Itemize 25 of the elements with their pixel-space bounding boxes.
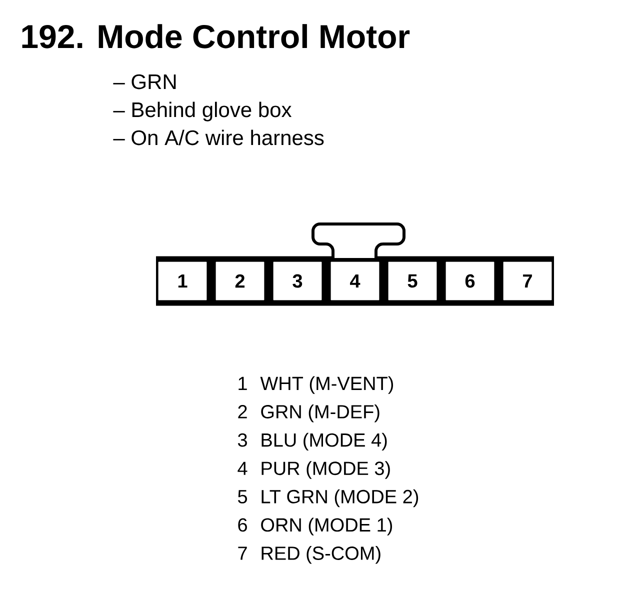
pin-cell: 2 (216, 262, 264, 300)
note: – On A/C wire harness (113, 130, 324, 146)
pin-cell: 6 (446, 262, 494, 300)
pin-cell: 1 (158, 262, 207, 300)
pin-cell: 7 (503, 262, 552, 300)
pin-number: 2 (238, 405, 247, 418)
pin-description: PUR (MODE 3) (262, 461, 390, 479)
note: – Behind glove box (113, 102, 292, 122)
pin-description: BLU (MODE 4) (262, 432, 387, 451)
pin-number: 6 (238, 518, 247, 532)
pin-cell: 4 (330, 262, 380, 300)
pin-description: LT GRN (MODE 2) (262, 489, 418, 508)
pin-cell: 5 (388, 262, 437, 300)
title: 192. Mode Control Motor (22, 24, 410, 48)
note: – GRN (113, 74, 176, 90)
pin-number: 7 (238, 546, 247, 560)
pin-number: 3 (238, 433, 247, 447)
pin-number: 5 (238, 490, 247, 504)
pin-description: GRN (M-DEF) (261, 404, 380, 422)
pin-number: 1 (238, 376, 247, 390)
pin-number: 4 (238, 462, 248, 475)
pin-cell: 3 (273, 262, 322, 300)
pin-description: ORN (MODE 1) (261, 518, 392, 536)
pin-description: WHT (M-VENT) (260, 376, 394, 394)
pin-description: RED (S-COM) (262, 546, 380, 564)
